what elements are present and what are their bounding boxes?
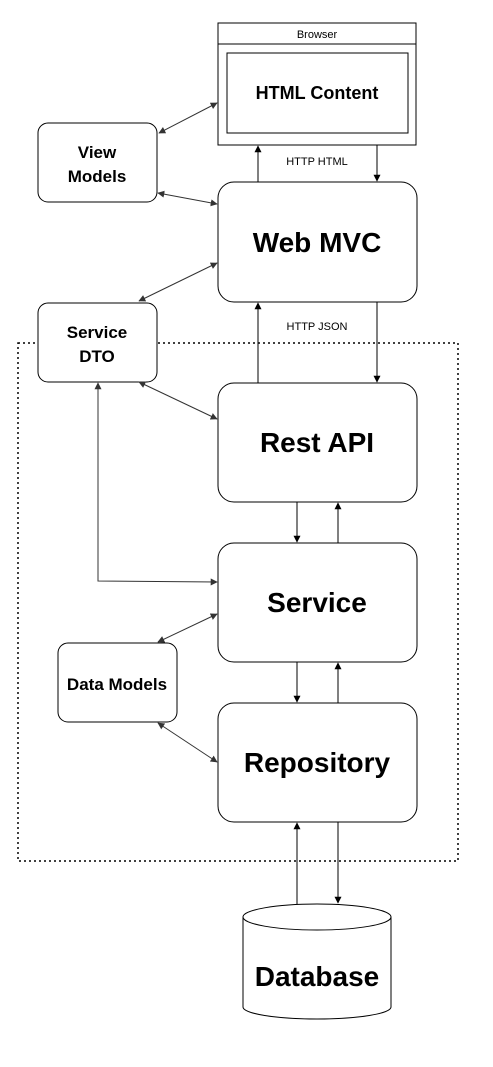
rest-api-node: Rest API <box>217 382 418 503</box>
repository-node: Repository <box>217 702 418 823</box>
repository-label: Repository <box>244 747 391 778</box>
database-top <box>242 903 392 931</box>
rest-api-label: Rest API <box>260 427 374 458</box>
backend-boundary <box>17 342 459 862</box>
edge-datamodels-service <box>157 613 218 643</box>
edge-servicedto-restapi <box>138 381 218 420</box>
edge-viewmodels-browser <box>158 102 218 134</box>
data-models-label: Data Models <box>67 675 167 694</box>
edge-servicedto-service <box>94 382 218 586</box>
html-content-label: HTML Content <box>256 83 379 103</box>
browser-node: Browser HTML Content <box>217 22 417 146</box>
database-label: Database <box>255 961 380 992</box>
edge-label-http-html: HTTP HTML <box>286 156 348 168</box>
database-body <box>242 917 392 1020</box>
edge-datamodels-repository <box>157 722 218 763</box>
web-mvc-label: Web MVC <box>253 227 382 258</box>
edge-viewmodels-webmvc <box>157 190 218 207</box>
browser-title: Browser <box>297 29 338 41</box>
service-dto-node: Service DTO <box>37 302 158 383</box>
view-models-node: View Models <box>37 122 158 203</box>
service-dto-label-line1: Service <box>67 323 128 342</box>
view-models-label-line1: View <box>78 143 117 162</box>
edge-label-http-json: HTTP JSON <box>287 321 348 333</box>
view-models-label-line2: Models <box>68 167 127 186</box>
data-models-node: Data Models <box>57 642 178 723</box>
html-content-box <box>226 52 409 134</box>
service-label: Service <box>267 587 367 618</box>
service-dto-label-line2: DTO <box>79 347 115 366</box>
web-mvc-node: Web MVC <box>217 181 418 303</box>
database-node: Database <box>242 903 392 1020</box>
service-node: Service <box>217 542 418 663</box>
edge-servicedto-webmvc <box>138 262 218 302</box>
